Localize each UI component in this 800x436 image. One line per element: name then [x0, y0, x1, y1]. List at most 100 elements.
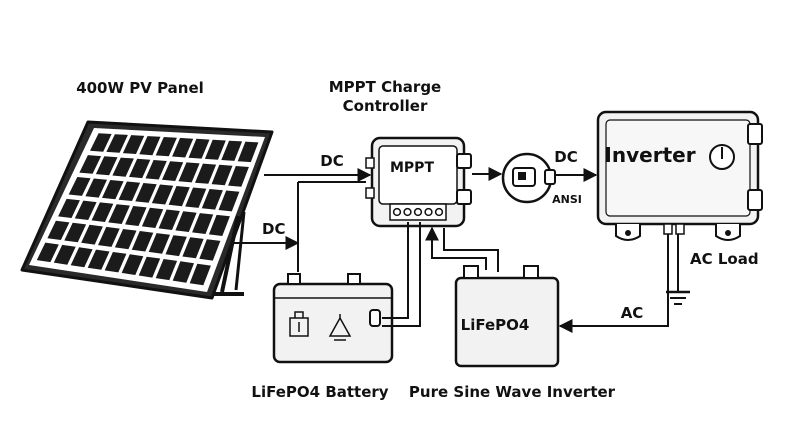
mppt-label-line2: Controller: [343, 97, 428, 115]
pv-cell: [106, 134, 128, 153]
pv-cell: [208, 214, 230, 236]
pv-cell: [228, 166, 249, 187]
pv-cell: [58, 198, 80, 218]
mppt-label-line1: MPPT Charge: [329, 78, 442, 96]
wire-terminal-to-lifepo4: [425, 226, 487, 270]
mppt-terminal-screw: [392, 207, 402, 217]
mppt-knob: [365, 157, 375, 169]
pv-cell: [151, 184, 174, 205]
battery-body: [272, 282, 394, 364]
pv-cell: [218, 190, 240, 212]
pv-panel: [20, 120, 274, 300]
pv-cell: [139, 136, 161, 156]
pv-cell: [182, 237, 204, 259]
dc-label-lower: DC: [262, 220, 285, 238]
mppt-knob: [365, 187, 375, 199]
pv-cell: [188, 138, 210, 159]
pv-cell: [68, 177, 91, 196]
ansi-breaker: [501, 152, 556, 204]
pv-cell: [74, 200, 97, 220]
battery-side-port: [369, 309, 381, 327]
wire-terminal-to-battery: [382, 222, 409, 319]
pv-cell: [178, 162, 200, 183]
battery-caption: LiFePO4 Battery: [251, 383, 388, 401]
pv-cell: [90, 133, 112, 152]
pv-cell: [114, 229, 137, 250]
pv-cell: [36, 242, 59, 263]
inverter-terminal: [663, 223, 673, 235]
pv-cell: [87, 249, 110, 270]
pv-panel-leg: [220, 215, 240, 293]
pv-cell: [64, 222, 87, 243]
battery-bms-icon: [289, 311, 309, 337]
inverter-hinge: [747, 123, 763, 145]
pv-cell: [53, 244, 76, 265]
pv-cell: [204, 139, 226, 160]
pv-cell: [168, 186, 190, 207]
ansi-breaker-lever: [518, 172, 526, 180]
pv-cell: [185, 187, 207, 208]
pv-cell: [201, 189, 223, 210]
pv-cell: [237, 141, 259, 163]
pv-cell: [102, 180, 124, 200]
pv-panel-brace: [234, 211, 246, 291]
mppt-terminals: [392, 207, 444, 217]
pv-cell: [104, 252, 127, 273]
inverter-terminal: [675, 223, 685, 235]
pv-cell: [189, 263, 211, 286]
pv-cell: [98, 226, 120, 247]
mppt-knob: [456, 189, 472, 205]
battery-warning-icon: [328, 314, 352, 341]
pv-panel-label: 400W PV Panel: [76, 79, 204, 97]
pv-cell: [175, 211, 197, 232]
pv-cell: [141, 207, 164, 228]
lifepo4-text: LiFePO4: [461, 316, 530, 334]
pv-cell: [125, 206, 147, 226]
wiring: [230, 167, 669, 333]
ac-label: AC: [621, 304, 644, 322]
pv-cell: [70, 247, 93, 268]
pv-cell: [148, 233, 170, 254]
mppt-device-text: MPPT: [390, 160, 434, 176]
pv-cell: [91, 202, 114, 222]
pv-cell: [172, 261, 194, 283]
pv-cell: [118, 181, 141, 201]
lifepo4-module: LiFePO4: [454, 265, 560, 368]
pv-panel-cells: [36, 133, 259, 286]
battery-post: [347, 273, 361, 285]
pv-cell: [131, 231, 154, 252]
mppt-terminal-screw: [403, 207, 412, 217]
pv-cell: [138, 256, 161, 278]
pv-cell: [145, 160, 167, 180]
pv-cell: [165, 235, 187, 257]
pv-cell: [122, 135, 145, 154]
pv-cell: [221, 140, 243, 161]
dc-label-right: DC: [554, 148, 577, 166]
pv-cell: [172, 137, 194, 158]
pv-cell: [95, 156, 118, 176]
pv-cell: [155, 259, 178, 281]
pv-cell: [121, 254, 144, 275]
pv-cell: [158, 209, 180, 230]
pv-cell: [211, 164, 233, 186]
pv-cell: [195, 163, 217, 184]
ansi-label: ANSI: [552, 193, 582, 206]
wire-terminal-to-lifepo4-2: [443, 228, 499, 272]
inverter-mount: [615, 224, 741, 241]
ac-load-label: AC Load: [690, 250, 759, 268]
inverter-device-text: Inverter: [604, 143, 695, 167]
pv-cell: [129, 158, 151, 179]
ansi-breaker-terminal: [544, 169, 556, 185]
pv-cell: [192, 213, 214, 234]
mppt-controller: MPPT: [365, 136, 472, 228]
wire-inverter-ac: [558, 234, 669, 333]
mppt-knob: [456, 153, 472, 169]
inverter-hinge: [747, 189, 763, 211]
pv-cell: [135, 183, 157, 203]
lifepo4-post: [463, 265, 479, 279]
pv-cell: [47, 220, 70, 240]
pv-cell: [79, 155, 102, 174]
wire-terminal-to-battery-2: [382, 222, 421, 327]
mppt-terminal-screw: [424, 207, 433, 217]
